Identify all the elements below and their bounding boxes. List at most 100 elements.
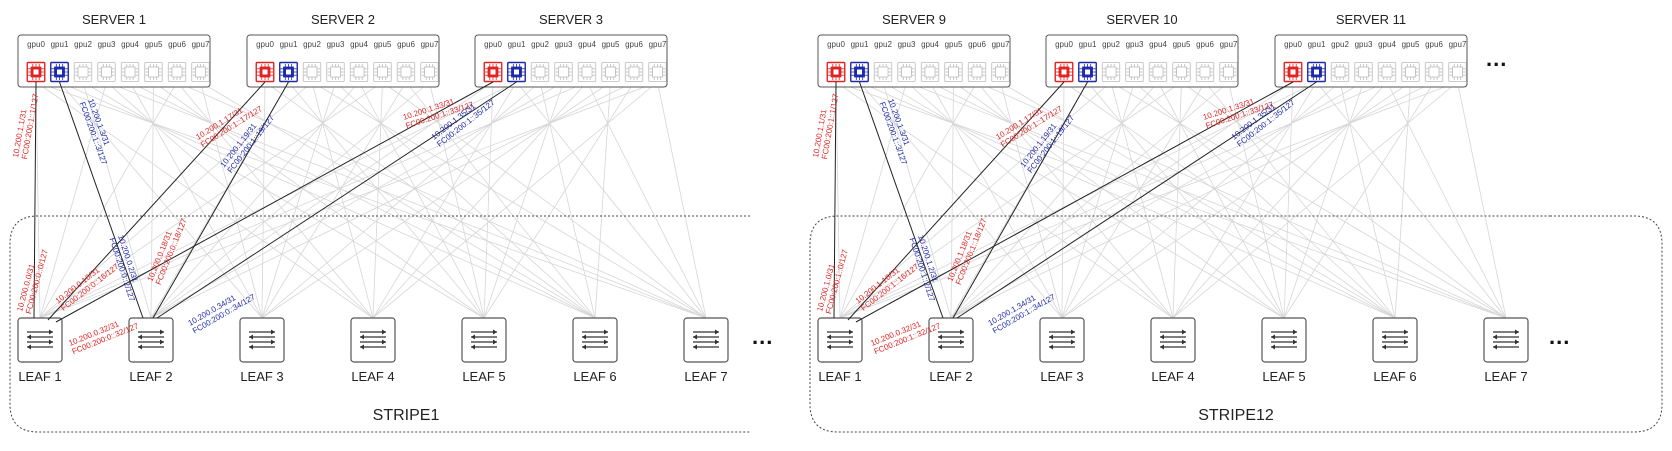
gpu-label: gpu7 <box>1220 40 1238 49</box>
leaf-switch-7: LEAF 7 <box>683 317 729 384</box>
leaf-switch-5: LEAF 5 <box>1261 317 1307 384</box>
gpu-label: gpu4 <box>121 40 139 49</box>
switch-icon <box>693 329 719 350</box>
switch-icon <box>471 329 497 350</box>
gpu-label: gpu0 <box>27 40 45 49</box>
leaf-switch-2: LEAF 2 <box>928 317 974 384</box>
gpu-label: gpu7 <box>1449 40 1467 49</box>
gpu-chip-icon <box>991 62 1010 82</box>
gpu-label: gpu6 <box>1425 40 1443 49</box>
gpu-label: gpu7 <box>992 40 1010 49</box>
leaf-label: LEAF 5 <box>1262 369 1305 384</box>
leaf-switch-1: LEAF 1 <box>817 317 863 384</box>
gpu-chip-icon <box>326 62 345 82</box>
gpu-chip-icon <box>420 62 439 82</box>
gpu-chip-icon <box>507 61 526 83</box>
gpu-label: gpu6 <box>397 40 415 49</box>
gpu-label: gpu6 <box>168 40 186 49</box>
gpu-chip-icon <box>944 62 963 82</box>
switch-icon <box>1493 329 1519 350</box>
switch-icon <box>938 329 964 350</box>
gpu-label: gpu1 <box>280 40 298 49</box>
gpu-chip-icon <box>26 61 46 83</box>
gpu-chip-icon <box>120 62 140 82</box>
gpu-label: gpu6 <box>625 40 643 49</box>
gpu-label: gpu3 <box>1355 40 1373 49</box>
gpu-label: gpu4 <box>1149 40 1167 49</box>
gpu-label: gpu1 <box>851 40 869 49</box>
gpu-chip-icon <box>483 61 503 83</box>
gpu-label: gpu3 <box>898 40 916 49</box>
leaf-switch-5: LEAF 5 <box>461 317 507 384</box>
gpu-chip-icon <box>601 62 620 82</box>
switch-icon <box>1382 329 1408 350</box>
background-links <box>35 81 1507 319</box>
gpu-chip-icon <box>144 62 163 82</box>
gpu-label: gpu5 <box>145 40 163 49</box>
gpu-label: gpu0 <box>484 40 502 49</box>
gpu-chip-icon <box>624 62 644 82</box>
gpu-label: gpu1 <box>51 40 69 49</box>
gpu-label: gpu0 <box>827 40 845 49</box>
leaf-switch-4: LEAF 4 <box>350 317 396 384</box>
leaf-label: LEAF 2 <box>929 369 972 384</box>
gpu-chip-icon <box>897 62 916 82</box>
gpu-chip-icon <box>302 62 322 82</box>
leaf-label: LEAF 7 <box>684 369 727 384</box>
leaf-label: LEAF 2 <box>129 369 172 384</box>
leaf-switch-6: LEAF 6 <box>572 317 618 384</box>
gpu-label: gpu5 <box>374 40 392 49</box>
gpu-label: gpu7 <box>649 40 667 49</box>
leaf-ellipsis: ... <box>752 324 773 349</box>
gpu-label: gpu4 <box>1378 40 1396 49</box>
server-ellipsis: ... <box>1486 46 1507 71</box>
gpu-chip-icon <box>396 62 416 82</box>
switch-icon <box>1049 329 1075 350</box>
gpu-label: gpu5 <box>1173 40 1191 49</box>
gpu-label: gpu0 <box>1284 40 1302 49</box>
gpu-label: gpu1 <box>1308 40 1326 49</box>
switch-icon <box>249 329 275 350</box>
gpu-chip-icon <box>1125 62 1144 82</box>
gpu-chip-icon <box>191 62 210 82</box>
gpu-label: gpu0 <box>1055 40 1073 49</box>
gpu-chip-icon <box>1172 62 1191 82</box>
highlighted-links <box>33 81 1317 323</box>
gpu-chip-icon <box>1219 62 1238 82</box>
gpu-chip-icon <box>967 62 987 82</box>
leaf-label: LEAF 3 <box>1040 369 1083 384</box>
gpu-chip-icon <box>1377 62 1397 82</box>
gpu-label: gpu7 <box>421 40 439 49</box>
gpu-chip-icon <box>648 62 667 82</box>
gpu-label: gpu5 <box>602 40 620 49</box>
stripe-label: STRIPE12 <box>1198 407 1274 424</box>
gpu-chip-icon <box>255 61 275 83</box>
leaf-label: LEAF 4 <box>1151 369 1194 384</box>
stripe-frame: STRIPE1 <box>9 215 750 433</box>
leaf-label: LEAF 6 <box>573 369 616 384</box>
gpu-chip-icon <box>1195 62 1215 82</box>
gpu-label: gpu2 <box>74 40 92 49</box>
gpu-label: gpu7 <box>192 40 210 49</box>
switch-icon <box>1160 329 1186 350</box>
leaf-label: LEAF 3 <box>240 369 283 384</box>
leaf-switch-1: LEAF 1 <box>17 317 63 384</box>
gpu-chip-icon <box>577 62 597 82</box>
gpu-chip-icon <box>920 62 940 82</box>
gpu-label: gpu3 <box>555 40 573 49</box>
